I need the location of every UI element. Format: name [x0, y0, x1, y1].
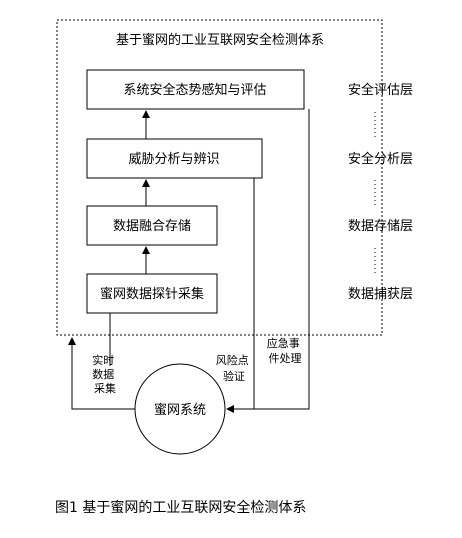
- honeynet-system-label: 蜜网系统: [154, 403, 206, 418]
- edge-label-emergency-handling: 应急事 件处理: [267, 336, 304, 365]
- figure-caption: 图1 基于蜜网的工业互联网安全检测体系: [55, 500, 307, 516]
- capture-box-label: 蜜网数据探针采集: [100, 286, 204, 302]
- storage-box-label: 数据融合存储: [113, 219, 191, 234]
- analysis-box: [86, 138, 263, 179]
- assessment-box-label: 系统安全态势感知与评估: [123, 82, 266, 98]
- emergency-handling-line: [254, 109, 310, 410]
- diagram-title: 基于蜜网的工业互联网安全检测体系: [116, 32, 324, 48]
- analysis-box-label: 威胁分析与辨识: [128, 152, 219, 167]
- honeynet-to-frame-line: [68, 337, 135, 410]
- edge-label-realtime-collection: 实时 数据 采集: [92, 353, 118, 395]
- capture-box: [86, 273, 218, 314]
- storage-box: [86, 205, 218, 246]
- layer-label-capture: 数据捕获层: [348, 286, 413, 302]
- edge-label-risk-verification: 风险点 验证: [216, 353, 253, 383]
- layer-label-storage: 数据存储层: [348, 219, 413, 234]
- layer-label-assessment: 安全评估层: [348, 82, 413, 98]
- layer-label-analysis: 安全分析层: [348, 151, 413, 167]
- assessment-box: [86, 69, 305, 110]
